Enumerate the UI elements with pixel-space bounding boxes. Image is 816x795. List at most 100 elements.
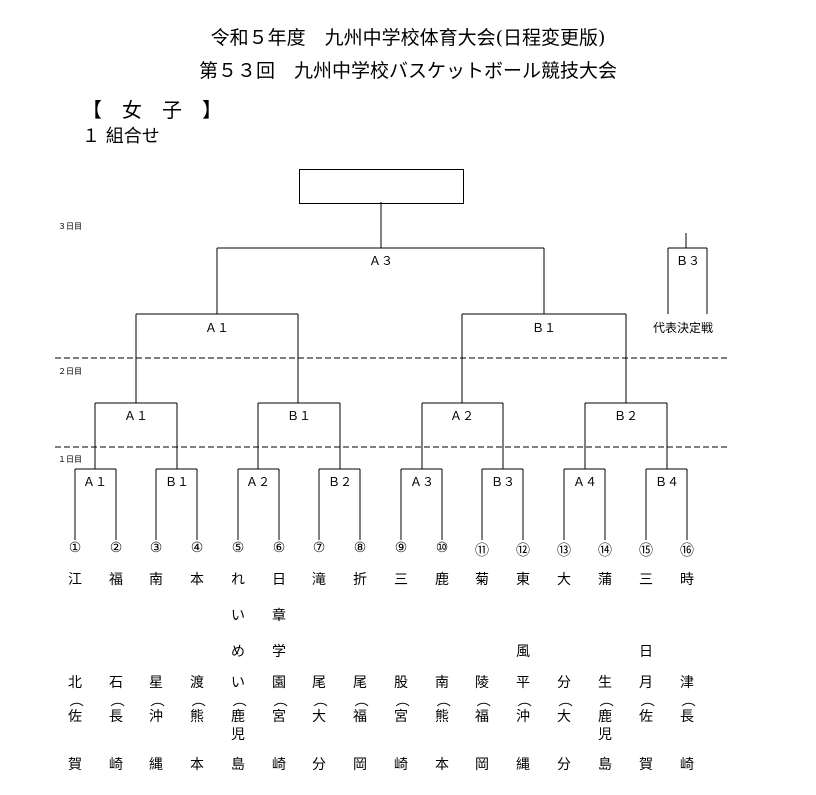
team-prefecture: 生（鹿児島 xyxy=(595,674,615,773)
team-name-char xyxy=(595,634,615,670)
pref-char: 崎 xyxy=(109,757,123,773)
r1-4-label: Ｂ２ xyxy=(327,475,352,489)
team-name-char xyxy=(106,598,126,634)
team-name-char xyxy=(554,598,574,634)
team-name-char xyxy=(513,598,533,634)
team-name-char xyxy=(391,598,411,634)
team-number: ⑤ xyxy=(231,540,245,556)
team-name-char: 学 xyxy=(272,644,286,660)
paren-mark: （ xyxy=(352,693,368,707)
pref-char: 分 xyxy=(557,757,571,773)
team-name-char: 大 xyxy=(557,572,571,588)
team-name-char: 蒲 xyxy=(598,572,612,588)
r1-8-label: Ｂ４ xyxy=(654,475,679,489)
team-name-char xyxy=(309,634,329,670)
team-prefecture: 陵（福 岡 xyxy=(472,674,492,773)
qf-4-label: Ｂ２ xyxy=(613,409,638,423)
team-name-char xyxy=(677,598,697,634)
team-number: ⑭ xyxy=(598,543,612,559)
team-prefecture: い（鹿児島 xyxy=(228,674,248,773)
team-number: ⑥ xyxy=(272,540,286,556)
team-number: ④ xyxy=(190,540,204,556)
team-name-char xyxy=(472,598,492,634)
paren-mark: （ xyxy=(474,693,490,707)
team-number: ⑮ xyxy=(639,543,653,559)
section-heading: 【 女 子 】 xyxy=(82,98,222,122)
pref-char: 崎 xyxy=(680,757,694,773)
pref-char xyxy=(65,726,85,744)
pref-char: 鹿 xyxy=(231,709,245,725)
team-name-char: 折 xyxy=(353,572,367,588)
team-name: 折 xyxy=(350,562,370,706)
team-prefecture: 尾（福 岡 xyxy=(350,674,370,773)
title-line-1: 令和５年度 九州中学校体育大会(日程変更版) xyxy=(210,27,606,49)
pref-char: 岡 xyxy=(353,757,367,773)
team-name: 菊 xyxy=(472,562,492,706)
team-prefecture: 津（長 崎 xyxy=(677,674,697,773)
pref-char: 分 xyxy=(312,757,326,773)
r1-8-bracket xyxy=(645,468,688,540)
pref-char: 児 xyxy=(598,727,612,743)
team-name-char: 風 xyxy=(516,644,530,660)
team-number: ⑪ xyxy=(475,543,489,559)
r1-6-label: Ｂ３ xyxy=(490,475,515,489)
r1-1-bracket xyxy=(74,468,117,540)
r1-7-label: Ａ４ xyxy=(572,475,597,489)
pref-char xyxy=(309,726,329,744)
team-name-char xyxy=(106,634,126,670)
pref-char: 崎 xyxy=(394,757,408,773)
pref-char xyxy=(106,726,126,744)
paren-mark: （ xyxy=(393,693,409,707)
subsection-heading: １ 組合せ xyxy=(82,126,160,147)
final-bracket xyxy=(216,202,545,314)
team-name: 三 xyxy=(391,562,411,706)
team-name: 江 xyxy=(65,562,85,706)
team-prefecture: 月（佐 賀 xyxy=(636,674,656,773)
team-name-char xyxy=(187,598,207,634)
pref-char: 熊 xyxy=(190,709,204,725)
pref-char: 島 xyxy=(231,757,245,773)
pref-char xyxy=(554,726,574,744)
pref-char: 石 xyxy=(109,675,123,691)
pref-char: 岡 xyxy=(475,757,489,773)
paren-mark: （ xyxy=(67,693,83,707)
pref-char xyxy=(472,726,492,744)
team-name-char: 日 xyxy=(272,572,286,588)
pref-char: 本 xyxy=(190,757,204,773)
team-name-char xyxy=(187,634,207,670)
team-number: ② xyxy=(109,540,123,556)
team-name: 時 xyxy=(677,562,697,706)
team-name-char: め xyxy=(231,644,245,660)
team-prefecture: 渡（熊 本 xyxy=(187,674,207,773)
team-name: 東 風 xyxy=(513,562,533,706)
semi-left-label: Ａ１ xyxy=(204,321,229,335)
qf-3-label: Ａ２ xyxy=(449,409,474,423)
final-label: Ａ３ xyxy=(368,254,393,268)
team-name: 福 xyxy=(106,562,126,706)
paren-mark: （ xyxy=(556,693,572,707)
paren-mark: （ xyxy=(230,693,246,707)
team-prefecture: 南（熊 本 xyxy=(432,674,452,773)
team-name: 日章学 xyxy=(269,562,289,706)
pref-char: 北 xyxy=(68,675,82,691)
team-name: 大 xyxy=(554,562,574,706)
title-line-2: 第５３回 九州中学校バスケットボール競技大会 xyxy=(198,60,617,82)
pref-char xyxy=(146,726,166,744)
rep-bracket xyxy=(667,233,708,314)
team-prefecture: 股（宮 崎 xyxy=(391,674,411,773)
pref-char: 崎 xyxy=(272,757,286,773)
team-prefecture: 石（長 崎 xyxy=(106,674,126,773)
pref-char xyxy=(432,726,452,744)
paren-mark: （ xyxy=(638,693,654,707)
r1-4-bracket xyxy=(318,468,361,540)
pref-char: 長 xyxy=(680,709,694,725)
team-name: 三 日 xyxy=(636,562,656,706)
pref-char: 宮 xyxy=(394,709,408,725)
team-name-char xyxy=(554,634,574,670)
pref-char: 佐 xyxy=(639,709,653,725)
team-name-char xyxy=(146,598,166,634)
team-prefecture: 園（宮 崎 xyxy=(269,674,289,773)
qf-3-bracket xyxy=(421,402,504,469)
pref-char xyxy=(187,726,207,744)
team-name-char xyxy=(432,598,452,634)
